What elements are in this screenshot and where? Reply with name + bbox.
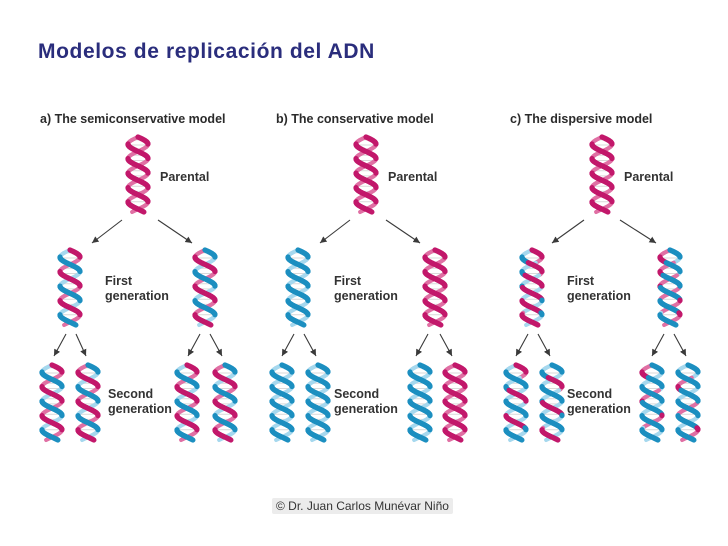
parental-helix-a bbox=[125, 134, 151, 215]
gen2-helix-c-1 bbox=[539, 362, 565, 443]
arrow-gen1-b-0 bbox=[319, 219, 351, 244]
gen2-helix-c-2 bbox=[639, 362, 665, 443]
gen2-helix-c-0 bbox=[503, 362, 529, 443]
arrow-gen1-c-0 bbox=[551, 219, 585, 244]
slide-title: Modelos de replicación del ADN bbox=[38, 40, 375, 63]
parental-label-c: Parental bbox=[624, 170, 673, 184]
arrow-gen2-b-2 bbox=[415, 333, 429, 357]
parental-label-a: Parental bbox=[160, 170, 209, 184]
model-title-c: c) The dispersive model bbox=[510, 112, 652, 126]
gen1-helix-left-c bbox=[519, 247, 545, 328]
gen2-helix-b-0 bbox=[269, 362, 295, 443]
arrow-gen2-c-3 bbox=[673, 333, 687, 357]
arrow-gen1-a-1 bbox=[157, 219, 193, 244]
gen1-helix-left-b bbox=[285, 247, 311, 328]
gen1-helix-right-a bbox=[192, 247, 218, 328]
arrow-gen2-a-0 bbox=[53, 333, 67, 357]
gen2-helix-a-0 bbox=[39, 362, 65, 443]
arrow-gen1-b-1 bbox=[385, 219, 421, 244]
model-title-b: b) The conservative model bbox=[276, 112, 434, 126]
gen1-helix-right-b bbox=[422, 247, 448, 328]
arrow-gen2-c-2 bbox=[651, 333, 665, 357]
gen2-helix-a-2 bbox=[174, 362, 200, 443]
gen2-helix-b-3 bbox=[442, 362, 468, 443]
gen2-helix-a-1 bbox=[75, 362, 101, 443]
arrow-gen2-b-0 bbox=[281, 333, 295, 357]
arrow-gen2-c-1 bbox=[537, 333, 551, 357]
arrow-gen2-a-3 bbox=[209, 333, 223, 357]
arrow-gen1-a-0 bbox=[91, 219, 123, 244]
gen2-helix-b-2 bbox=[407, 362, 433, 443]
gen1-helix-left-a bbox=[57, 247, 83, 328]
parental-helix-c bbox=[589, 134, 615, 215]
gen2-helix-c-3 bbox=[675, 362, 701, 443]
arrow-gen2-a-1 bbox=[75, 333, 87, 357]
parental-label-b: Parental bbox=[388, 170, 437, 184]
gen2-helix-b-1 bbox=[305, 362, 331, 443]
arrow-gen2-a-2 bbox=[187, 333, 201, 357]
model-title-a: a) The semiconservative model bbox=[40, 112, 226, 126]
copyright-notice: © Dr. Juan Carlos Munévar Niño bbox=[272, 498, 453, 514]
gen1-helix-right-c bbox=[657, 247, 683, 328]
arrow-gen2-b-1 bbox=[303, 333, 317, 357]
gen2-helix-a-3 bbox=[212, 362, 238, 443]
arrow-gen2-b-3 bbox=[439, 333, 453, 357]
arrow-gen1-c-1 bbox=[619, 219, 657, 244]
parental-helix-b bbox=[353, 134, 379, 215]
arrow-gen2-c-0 bbox=[515, 333, 529, 357]
